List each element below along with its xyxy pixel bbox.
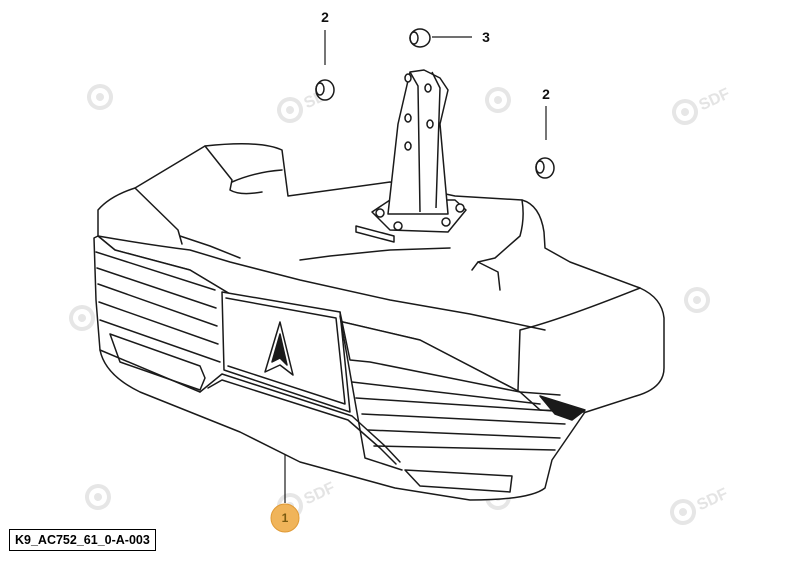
watermark-text: SDF [697,85,733,114]
bushing-top [409,28,431,48]
nameplate [355,225,395,243]
drawing-code-label: K9_AC752_61_0-A-003 [9,529,156,551]
bracket-hole [404,73,412,83]
ballast-ridge [299,247,451,261]
ballast-ridge [231,169,283,183]
bracket-web [387,69,449,215]
brand-emblem-center [271,333,288,366]
callout-2-left: 2 [321,9,329,25]
grille-slat [96,267,217,309]
callout-2-right: 2 [542,86,550,102]
bracket-hole [404,113,412,123]
emblem-panel-inner [225,297,346,405]
grille-slat [373,445,556,451]
bracket-bolt [455,203,465,213]
ballast-ridge [97,235,546,331]
bracket-flange [431,71,441,209]
grille-slat [97,283,218,327]
ballast-ridge [517,287,641,391]
bracket-bolt [375,208,385,218]
grille-bottom-right [404,469,513,493]
lower-chin [207,379,397,465]
ballast-ridge [477,261,501,291]
watermark-logo: SDF [670,485,731,525]
callout-3: 3 [482,29,490,45]
grille-slat [355,397,571,413]
lower-chin [199,373,401,463]
front-ballast-weight [93,143,665,501]
watermark-logo [69,305,95,331]
callout-1[interactable]: 1 [282,511,289,525]
leader-lines [284,30,547,503]
bracket-hole [426,119,434,129]
grille-slat [95,251,216,291]
grille-slat [351,381,541,405]
watermark-text: SDF [695,485,731,514]
bracket-bolt [393,221,403,231]
grille-slat [361,413,566,425]
bracket-flange [409,71,421,213]
bracket-hole [424,83,432,93]
ballast-ridge [179,235,241,259]
bushing-right [535,157,555,179]
bushing-left [315,79,335,101]
ballast-ridge [204,145,263,195]
side-light [539,395,586,421]
watermark-logo [684,287,710,313]
watermark-text: SDF [302,479,338,508]
grille-slat [98,301,219,345]
ballast-ridge [134,187,183,245]
grille-slat [99,319,221,363]
bracket-hole [404,141,412,151]
ballast-ridge [471,199,524,271]
mounting-bracket [355,69,467,243]
grille-slat [339,311,561,396]
watermark-logo [87,84,113,110]
ballast-bottom-edge [99,349,201,393]
watermark-logo [485,87,511,113]
grille-slat [367,429,561,439]
callout-highlight-marker[interactable] [270,503,300,533]
grille-slat [339,315,403,471]
bracket-bolt [441,217,451,227]
watermark-logo [85,484,111,510]
watermark-logo: SDF [672,85,733,125]
